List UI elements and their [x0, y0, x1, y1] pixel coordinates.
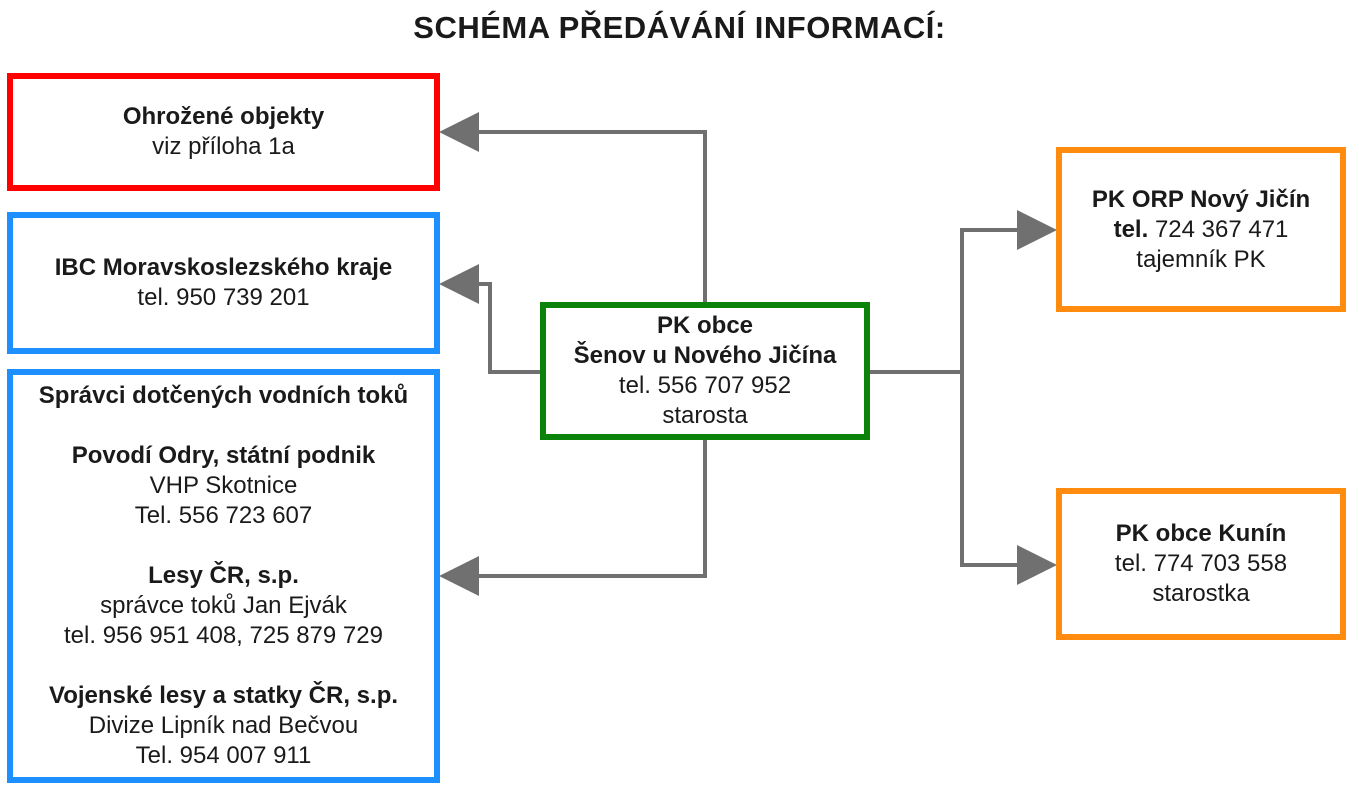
orp-phone-line: tel. 724 367 471 — [1114, 215, 1289, 245]
orp-role: tajemník PK — [1136, 245, 1266, 273]
kunin-box: PK obce Kunín tel. 774 703 558 starostka — [1056, 488, 1346, 640]
orp-box: PK ORP Nový Jičín tel. 724 367 471 tajem… — [1056, 147, 1346, 312]
kunin-name: PK obce Kunín — [1115, 520, 1287, 547]
water-entry-phone: Tel. 954 007 911 — [135, 742, 312, 769]
water-entry-name: Lesy ČR, s.p. — [148, 562, 299, 589]
water-entry-line: Divize Lipník nad Bečvou — [88, 712, 359, 739]
center-title-line2: Šenov u Nového Jičína — [573, 342, 837, 369]
orp-name: PK ORP Nový Jičín — [1091, 185, 1311, 213]
water-entry-line: VHP Skotnice — [149, 472, 298, 499]
ibc-name: IBC Moravskoslezského kraje — [54, 254, 393, 281]
orp-phone: 724 367 471 — [1154, 215, 1289, 243]
arrow-to-ibc — [439, 264, 542, 374]
ibc-phone: tel. 950 739 201 — [137, 284, 310, 311]
ibc-box: IBC Moravskoslezského kraje tel. 950 739… — [7, 212, 440, 354]
water-managers-heading: Správci dotčených vodních toků — [38, 382, 409, 409]
water-managers-box: Správci dotčených vodních toků Povodí Od… — [7, 369, 440, 783]
arrow-to-threatened — [439, 112, 707, 305]
center-phone: tel. 556 707 952 — [618, 372, 792, 399]
kunin-role: starostka — [1152, 580, 1250, 607]
arrow-to-orp — [867, 210, 1057, 374]
arrow-to-water — [439, 437, 707, 596]
center-municipality-box: PK obce Šenov u Nového Jičína tel. 556 7… — [540, 302, 870, 440]
water-entry-phone: tel. 956 951 408, 725 879 729 — [64, 622, 383, 649]
diagram-title: SCHÉMA PŘEDÁVÁNÍ INFORMACÍ: — [413, 10, 946, 45]
water-entry-line: správce toků Jan Ejvák — [100, 592, 347, 619]
kunin-phone: tel. 774 703 558 — [1114, 550, 1288, 577]
center-role: starosta — [662, 402, 748, 429]
threatened-objects-name: Ohrožené objekty — [122, 103, 325, 130]
threatened-objects-note: viz příloha 1a — [152, 133, 295, 160]
water-entry-name: Vojenské lesy a statky ČR, s.p. — [48, 682, 399, 709]
water-entry-name: Povodí Odry, státní podnik — [71, 442, 376, 469]
threatened-objects-box: Ohrožené objekty viz příloha 1a — [7, 73, 440, 191]
center-title-line1: PK obce — [656, 312, 754, 339]
arrow-to-kunin — [960, 372, 1057, 585]
orp-phone-label: tel. — [1113, 215, 1149, 243]
water-entry-phone: Tel. 556 723 607 — [134, 502, 313, 529]
